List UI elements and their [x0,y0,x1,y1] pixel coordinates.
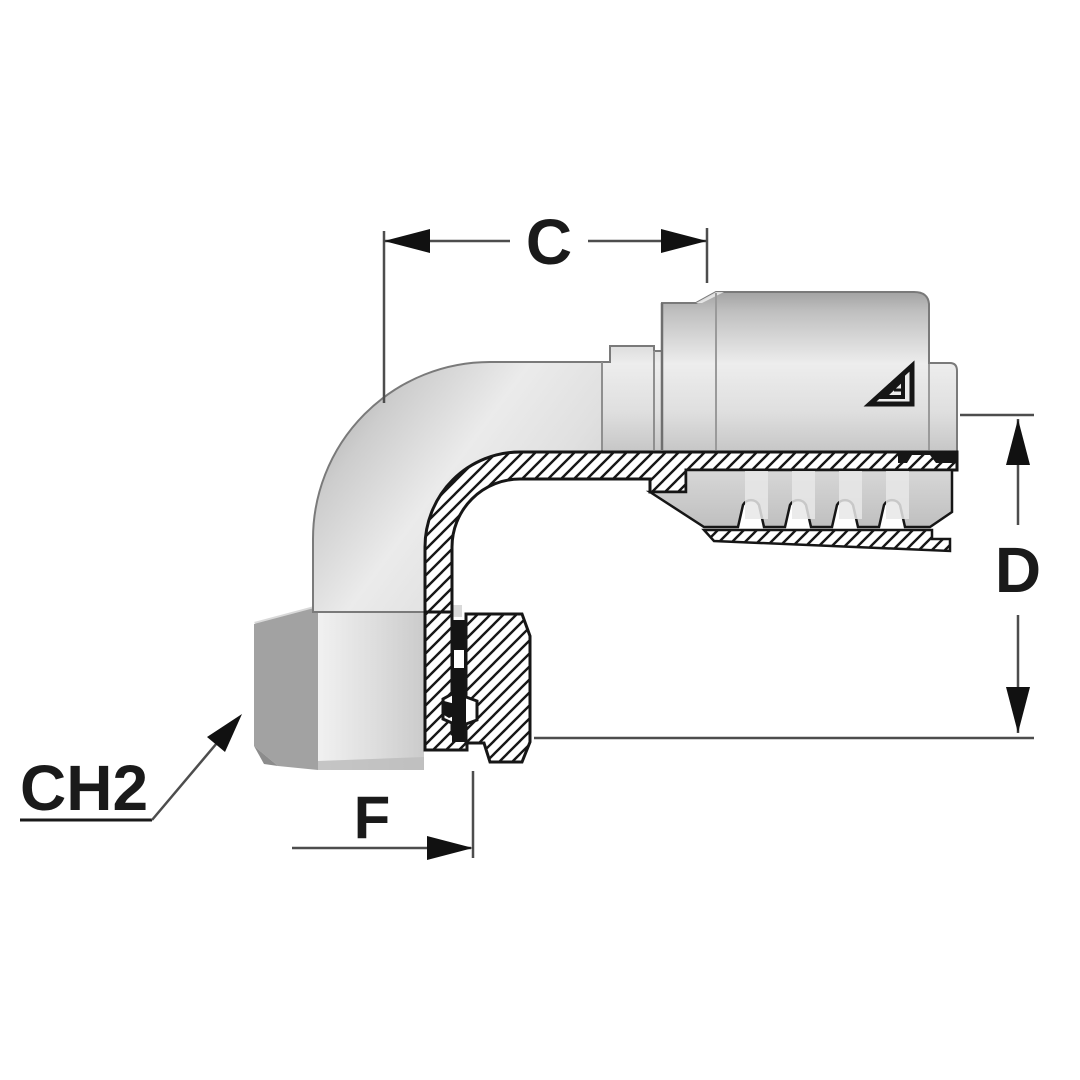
section-seat-assembly [423,610,532,764]
arrowhead-icon [384,229,430,253]
section-seat-nut [464,612,532,764]
tooth-highlight [745,471,768,519]
hex-nut-left-face [254,607,318,770]
arrowhead-icon [427,836,473,860]
leader-arrow-icon [207,714,242,752]
arrowhead-icon [1006,419,1030,465]
arrowhead-icon [661,229,707,253]
hex-nut [254,605,462,770]
socket-body [601,291,958,453]
dim-f-label: F [354,784,391,851]
crimp-edge [898,452,957,463]
serration-teeth [645,468,954,553]
dim-c-label: C [526,206,572,278]
hex-nut-chamfer [254,746,278,766]
dimension-c [382,228,709,403]
thread-gap [452,620,466,742]
socket-bottom-strip [701,528,952,553]
dimension-f [292,771,475,860]
tooth-highlight [886,471,909,519]
thread-gap-light [454,650,464,668]
arrowhead-icon [1006,687,1030,733]
hex-size-label: CH2 [20,752,148,824]
hex-size-callout: CH2 [20,714,242,824]
retainer-clip [444,701,459,718]
hose-socket [601,291,958,453]
tooth-highlight [792,471,815,519]
tooth-highlight [839,471,862,519]
hex-nut-front-face [318,606,424,770]
hex-nut-front-shadow [318,757,424,770]
manufacturer-logo-icon [863,360,915,407]
dimension-d [534,413,1034,740]
dim-d-label: D [995,534,1041,606]
